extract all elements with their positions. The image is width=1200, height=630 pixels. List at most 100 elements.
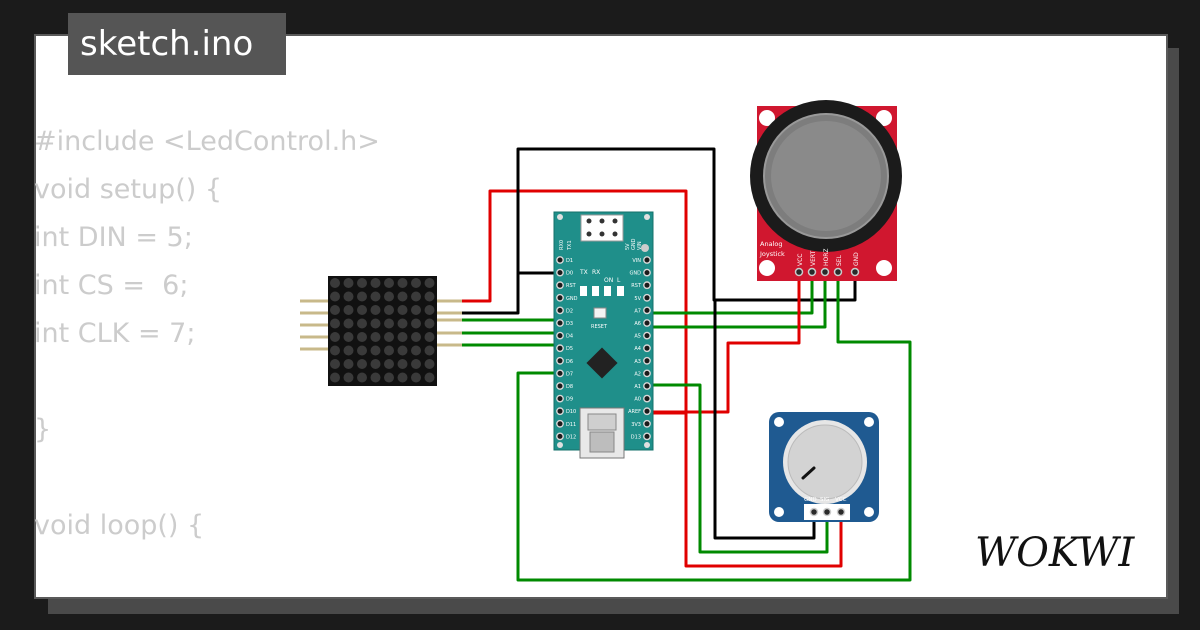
matrix-led bbox=[357, 372, 367, 383]
matrix-led bbox=[411, 305, 421, 315]
nano-pin[interactable] bbox=[643, 306, 651, 315]
arduino-nano[interactable]: RX0 TX1 5V GND VIN D1D0RSTGNDD2D3D4D5D6D… bbox=[553, 211, 654, 459]
nano-pin[interactable] bbox=[556, 281, 564, 290]
code-line: void loop() { bbox=[34, 510, 205, 541]
nano-pin-label: D4 bbox=[566, 334, 573, 340]
matrix-led bbox=[343, 345, 354, 356]
wire-green-joystick-horz[interactable] bbox=[646, 273, 827, 329]
wire-red-joystick-vcc[interactable] bbox=[646, 273, 801, 414]
nano-pin[interactable] bbox=[643, 419, 651, 428]
nano-pin-label: D1 bbox=[566, 258, 573, 264]
nano-pin-label: GND bbox=[630, 271, 642, 277]
pot-mount-holes bbox=[774, 417, 874, 517]
svg-text:GND: GND bbox=[631, 238, 637, 250]
nano-pin[interactable] bbox=[556, 344, 564, 353]
nano-pin[interactable] bbox=[643, 407, 651, 416]
nano-pin-label: VIN bbox=[632, 258, 641, 264]
code-line: #include <LedControl.h> bbox=[34, 126, 380, 157]
nano-pin-label: D0 bbox=[566, 271, 573, 277]
matrix-led bbox=[411, 318, 421, 329]
nano-pin-label: 3V3 bbox=[631, 422, 641, 428]
matrix-led bbox=[397, 318, 408, 329]
nano-pin-label: RST bbox=[566, 283, 577, 289]
nano-pin-label: 5V bbox=[634, 296, 641, 302]
code-line: } bbox=[34, 414, 52, 445]
matrix-led bbox=[370, 278, 381, 288]
svg-text:TX1: TX1 bbox=[567, 240, 573, 251]
matrix-led bbox=[411, 332, 421, 342]
wire-green-pot-sig[interactable] bbox=[646, 383, 829, 554]
nano-pin[interactable] bbox=[643, 382, 651, 390]
matrix-led bbox=[397, 359, 408, 369]
pot-knob[interactable] bbox=[787, 424, 863, 500]
matrix-led bbox=[424, 291, 435, 302]
wire-black-nano-gnd-loop[interactable] bbox=[516, 147, 857, 302]
nano-pin[interactable] bbox=[556, 268, 564, 277]
nano-pin[interactable] bbox=[556, 331, 564, 340]
nano-pin[interactable] bbox=[643, 331, 651, 340]
svg-text:SIG: SIG bbox=[820, 497, 829, 503]
nano-pin[interactable] bbox=[556, 306, 564, 315]
svg-text:L: L bbox=[617, 277, 621, 284]
nano-pin[interactable] bbox=[643, 432, 651, 441]
nano-pin-label: D11 bbox=[566, 422, 576, 428]
svg-text:SEL: SEL bbox=[836, 254, 843, 266]
nano-pin[interactable] bbox=[556, 293, 564, 302]
svg-text:RX0: RX0 bbox=[559, 240, 565, 250]
nano-pin-label: AREF bbox=[628, 409, 641, 415]
nano-top-labels: RX0 TX1 5V GND VIN bbox=[559, 238, 643, 251]
matrix-led bbox=[330, 359, 340, 369]
svg-text:VERT: VERT bbox=[810, 250, 817, 266]
led-matrix[interactable] bbox=[300, 276, 462, 386]
nano-pin[interactable] bbox=[556, 419, 564, 428]
nano-pin[interactable] bbox=[643, 281, 651, 290]
nano-pin[interactable] bbox=[643, 293, 651, 302]
nano-pin[interactable] bbox=[556, 356, 564, 365]
nano-pin-label: A0 bbox=[634, 397, 641, 403]
nano-pin[interactable] bbox=[643, 268, 651, 277]
matrix-led bbox=[384, 278, 394, 288]
wire-green-joystick-sel[interactable] bbox=[516, 273, 912, 582]
matrix-led bbox=[357, 305, 367, 315]
nano-pin[interactable] bbox=[556, 382, 564, 390]
file-tab[interactable]: sketch.ino bbox=[68, 13, 286, 75]
svg-text:VCC: VCC bbox=[797, 254, 804, 266]
nano-pin-label: D6 bbox=[566, 359, 573, 365]
wire-black-matrix-gnd[interactable] bbox=[462, 271, 560, 315]
nano-pin-label: A5 bbox=[634, 334, 641, 340]
nano-pin[interactable] bbox=[643, 356, 651, 365]
svg-text:HORZ: HORZ bbox=[823, 248, 830, 266]
wokwi-logo: WOKWI bbox=[975, 530, 1135, 576]
wire-black-pot-gnd[interactable] bbox=[713, 300, 816, 540]
nano-pin[interactable] bbox=[643, 369, 651, 378]
nano-pin[interactable] bbox=[556, 256, 564, 264]
matrix-led bbox=[397, 278, 408, 288]
nano-pin-label: D2 bbox=[566, 308, 573, 314]
matrix-led bbox=[370, 372, 381, 383]
wire-red-pot-vcc[interactable] bbox=[684, 413, 843, 568]
nano-reset-button[interactable] bbox=[593, 307, 607, 319]
nano-pin[interactable] bbox=[556, 394, 564, 403]
matrix-led bbox=[424, 318, 435, 329]
nano-pin[interactable] bbox=[556, 432, 564, 441]
analog-joystick[interactable]: Analog Joystick VCC VERT HORZ SEL GND bbox=[750, 100, 902, 281]
matrix-led bbox=[397, 305, 408, 315]
nano-pin[interactable] bbox=[643, 256, 651, 264]
matrix-led bbox=[397, 372, 408, 383]
matrix-led bbox=[424, 305, 435, 315]
svg-text:TX: TX bbox=[579, 269, 588, 276]
wire-green-joystick-vert[interactable] bbox=[646, 273, 814, 315]
nano-pin[interactable] bbox=[556, 369, 564, 378]
nano-pin[interactable] bbox=[643, 394, 651, 403]
matrix-led bbox=[424, 372, 435, 383]
nano-pin[interactable] bbox=[556, 319, 564, 327]
nano-pin[interactable] bbox=[556, 407, 564, 416]
matrix-led bbox=[343, 332, 354, 342]
nano-pin[interactable] bbox=[643, 319, 651, 327]
nano-pin[interactable] bbox=[643, 344, 651, 353]
potentiometer[interactable]: GND SIG VCC bbox=[769, 412, 879, 522]
nano-mcu-chip bbox=[586, 347, 618, 379]
nano-pin-label: A3 bbox=[634, 359, 641, 365]
svg-text:VIN: VIN bbox=[637, 241, 643, 250]
